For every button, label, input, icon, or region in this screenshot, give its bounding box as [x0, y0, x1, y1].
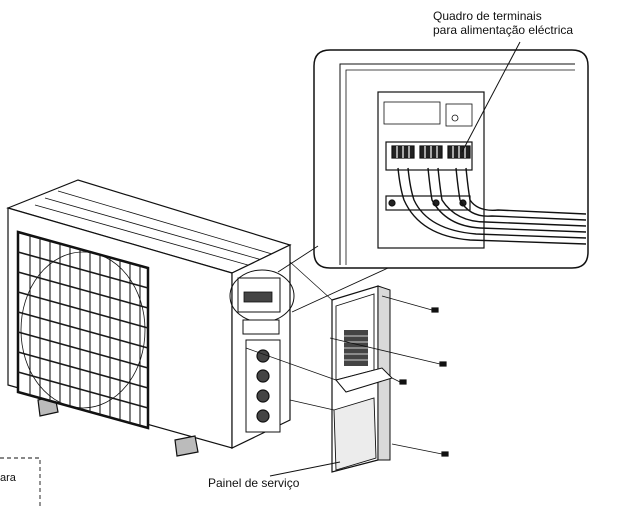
- screw-1: [381, 295, 439, 313]
- screw-2: [329, 337, 447, 367]
- partial-note-text: ara: [0, 472, 16, 484]
- service-valves: [245, 339, 281, 433]
- fan-grille: [16, 230, 150, 430]
- terminal-board-label-line2: para alimentação eléctrica: [433, 23, 574, 37]
- service-panel-leader: [269, 461, 341, 477]
- screws: [329, 295, 449, 457]
- unit-side-terminal-area: [229, 269, 295, 335]
- screw-3: [391, 377, 407, 385]
- power-cables: [397, 167, 587, 245]
- terminal-board-label-line1: Quadro de terminais: [433, 9, 542, 23]
- zoom-connector-lines: [277, 245, 389, 313]
- service-panel: [331, 285, 393, 473]
- service-panel-vent: [344, 330, 368, 366]
- terminal-zoom-inset: [313, 49, 589, 269]
- service-panel-label: Painel de serviço: [208, 476, 300, 490]
- assembly-guide-lines: [245, 261, 337, 411]
- partial-note-box: [0, 457, 41, 507]
- terminal-board-leader: [461, 41, 521, 153]
- terminal-block: [385, 141, 473, 171]
- screw-4: [391, 443, 449, 457]
